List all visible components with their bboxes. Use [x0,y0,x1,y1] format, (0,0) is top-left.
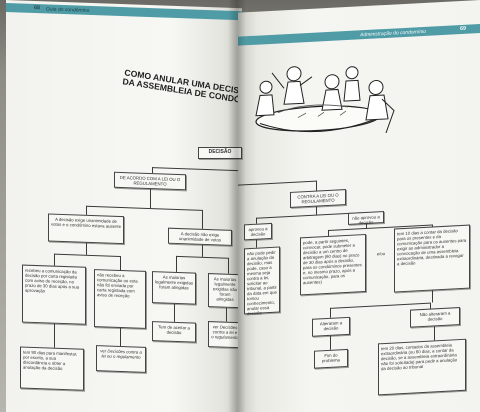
root-decision-label: DECISÃO [208,149,232,155]
ten-days-box: tem 10 dias a contar da decisão para os … [394,224,470,293]
connector [432,290,433,303]
connector [86,242,87,255]
ninety-days-label: tem 90 dias para manifestar, por escrito… [23,349,78,371]
connector [330,335,331,350]
end-problem-box: Fim do problema [314,348,348,369]
left-page: 68 Guia do condómino COMO ANULAR UMA DEC… [6,0,242,412]
altered-label: Alteraram a decisão [319,320,343,332]
connector [86,205,202,211]
approved-box: aprovou a decisão [244,222,272,241]
connector [120,255,121,271]
no-unanimity-box: A decisão não exige unanimidade de votos [168,227,232,246]
cannot-annul-label: não pode pedir a anulação da decisão, ma… [247,249,277,317]
twenty-days-label: tem 20 dias, contados da assembleia extr… [381,342,458,372]
cannot-annul-box: não pode pedir a anulação da decisão, ma… [244,246,280,317]
branch-against-box: CONTRA A LEI OU O REGULAMENTO [290,189,346,208]
connector [226,307,227,322]
right-page: Administração do condomínio 69 CONTRA A [238,0,480,412]
majority-met-box: As maiorias legalmente exigidas foram at… [152,271,196,305]
or-text: e/ou [376,250,386,257]
altered-box: Alteraram a decisão [312,316,350,337]
connector [54,323,55,348]
right-header-band [238,24,480,46]
connector [316,206,317,215]
ninety-days-box: tem 90 dias para manifestar, por escrito… [20,346,84,391]
connector [202,244,203,257]
ten-days-label: tem 10 dias a contar da decisão para os … [397,228,467,267]
connector [434,326,435,341]
branch-against-label: CONTRA A LEI OU O REGULAMENTO [297,192,339,205]
connector [54,253,55,266]
branch-regulation-box: DE ACORDO COM A LEI OU O REGULAMENTO [114,171,186,191]
twenty-days-box: tem 20 dias, contados da assembleia extr… [378,338,466,396]
meeting-cartoon-illustration [255,66,395,134]
received-box: recebeu a comunicação da decisão por car… [22,264,86,325]
or-connector-label: e/ou [374,249,388,258]
connector [152,167,238,172]
not-altered-label: Não alteraram a decisão [419,310,451,322]
not-altered-box: Não alteraram a decisão [410,307,460,328]
connector [366,223,367,228]
arbitration-label: pode, a partir seguintes, convocar, pode… [303,237,362,286]
connector [150,189,151,209]
connector [330,302,430,309]
connector [330,307,331,318]
connector [202,209,203,230]
not-approved-box: não aprovou a decisão [348,211,384,225]
connector [176,255,177,272]
accept-decision-box: Tem de aceitar a decisão [152,321,196,343]
book-gutter-shadow [228,0,246,412]
unanimity-box: A decisão exige unanimidade de votos e o… [48,213,124,245]
left-header-band [6,3,242,21]
received-label: recebeu a comunicação da decisão por car… [25,267,79,294]
majority-met-label: As maiorias legalmente exigidas foram at… [155,274,193,291]
not-received-box: não recebeu a comunicação ou esta não fo… [94,269,146,329]
not-received-label: não recebeu a comunicação ou esta não fo… [97,272,138,299]
connector [54,253,120,257]
root-decision-box: DECISÃO [198,147,242,159]
approved-label: aprovou a decisão [248,226,268,238]
connector [238,180,316,186]
arbitration-box: pode, a partir seguintes, convocar, pode… [300,233,366,296]
right-page-number: 69 [460,25,467,33]
connector [174,303,175,322]
end-problem-label: Fim do problema [322,352,340,364]
see-decisions-label: ver Decisões contra a lei ou o regulamen… [100,348,142,360]
unanimity-label: A decisão exige unanimidade de votos e o… [51,216,121,230]
connector [256,239,257,248]
connector [120,327,121,347]
no-unanimity-label: A decisão não exige unanimidade de votos [178,231,222,243]
branch-regulation-label: DE ACORDO COM A LEI OU O REGULAMENTO [119,174,181,187]
left-page-number: 68 [34,4,41,12]
accept-decision-label: Tem de aceitar a decisão [158,324,190,336]
see-decisions-box: ver Decisões contra a lei ou o regulamen… [96,345,146,373]
